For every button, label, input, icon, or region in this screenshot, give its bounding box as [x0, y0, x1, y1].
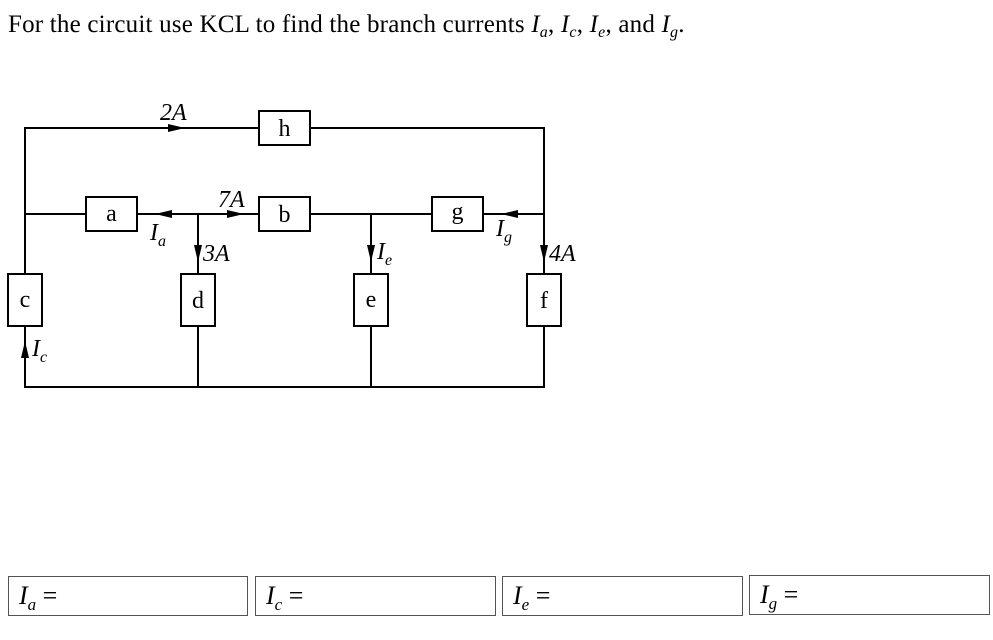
element-c-box	[7, 273, 43, 327]
answer-box-Ie[interactable]: Ie =	[502, 576, 743, 616]
current-4A-label: 4A	[549, 241, 576, 267]
current-subscript: c	[569, 24, 577, 41]
separator: , and	[605, 11, 662, 38]
answer-label: Ig =	[760, 580, 799, 613]
element-f-label: f	[540, 288, 548, 314]
separator: ,	[547, 11, 561, 38]
element-e-label: e	[366, 287, 377, 313]
element-e-box	[353, 273, 389, 327]
element-d-box	[180, 273, 216, 327]
question-prefix: For the circuit use KCL to find the bran…	[8, 11, 532, 38]
element-a-box	[85, 196, 138, 232]
element-c-label: c	[20, 287, 31, 313]
answer-label: Ie =	[513, 581, 551, 614]
arrow-up-icon	[21, 341, 29, 358]
current-Ia-label: Ia	[149, 220, 166, 250]
answer-input-Ig[interactable]	[820, 580, 983, 610]
arrow-down-icon	[194, 245, 202, 262]
arrow-left-icon	[155, 210, 172, 218]
current-symbol: I	[589, 11, 599, 38]
element-a-label: a	[106, 201, 117, 227]
current-7A-label: 7A	[218, 187, 245, 213]
answer-input-Ia[interactable]	[79, 581, 241, 611]
current-symbol: I	[661, 11, 671, 38]
arrow-down-icon	[540, 245, 548, 262]
current-subscript: g	[670, 24, 679, 41]
separator: .	[678, 11, 685, 38]
current-Ic-label: Ic	[31, 336, 47, 366]
current-subscript: a	[539, 24, 548, 41]
element-b-box	[258, 196, 311, 232]
current-2A-label: 2A	[160, 100, 187, 126]
question-text: For the circuit use KCL to find the bran…	[8, 11, 685, 42]
element-g-box	[431, 196, 484, 232]
answer-label: Ia =	[19, 581, 58, 614]
current-symbol: I	[531, 11, 540, 38]
element-h-label: h	[279, 116, 291, 142]
current-3A-label: 3A	[202, 241, 230, 267]
current-subscript: e	[598, 24, 606, 41]
answer-box-Ig[interactable]: Ig =	[749, 575, 990, 615]
element-b-label: b	[279, 202, 291, 228]
element-d-label: d	[192, 288, 204, 314]
element-f-box	[526, 273, 562, 327]
answer-box-Ia[interactable]: Ia =	[8, 576, 248, 616]
element-h-box	[258, 110, 311, 146]
arrow-down-icon	[367, 245, 375, 262]
answer-input-Ie[interactable]	[573, 581, 736, 611]
arrow-left-icon	[501, 210, 518, 218]
separator: ,	[576, 11, 590, 38]
current-Ig-label: Ig	[495, 216, 512, 246]
answer-box-Ic[interactable]: Ic =	[255, 576, 496, 616]
current-symbol: I	[560, 11, 570, 38]
answer-input-Ic[interactable]	[326, 581, 489, 611]
arrow-right-icon	[168, 124, 185, 132]
arrow-right-icon	[227, 210, 244, 218]
element-g-label: g	[452, 199, 464, 225]
answer-label: Ic =	[266, 581, 304, 614]
current-Ie-label: Ie	[376, 239, 392, 269]
